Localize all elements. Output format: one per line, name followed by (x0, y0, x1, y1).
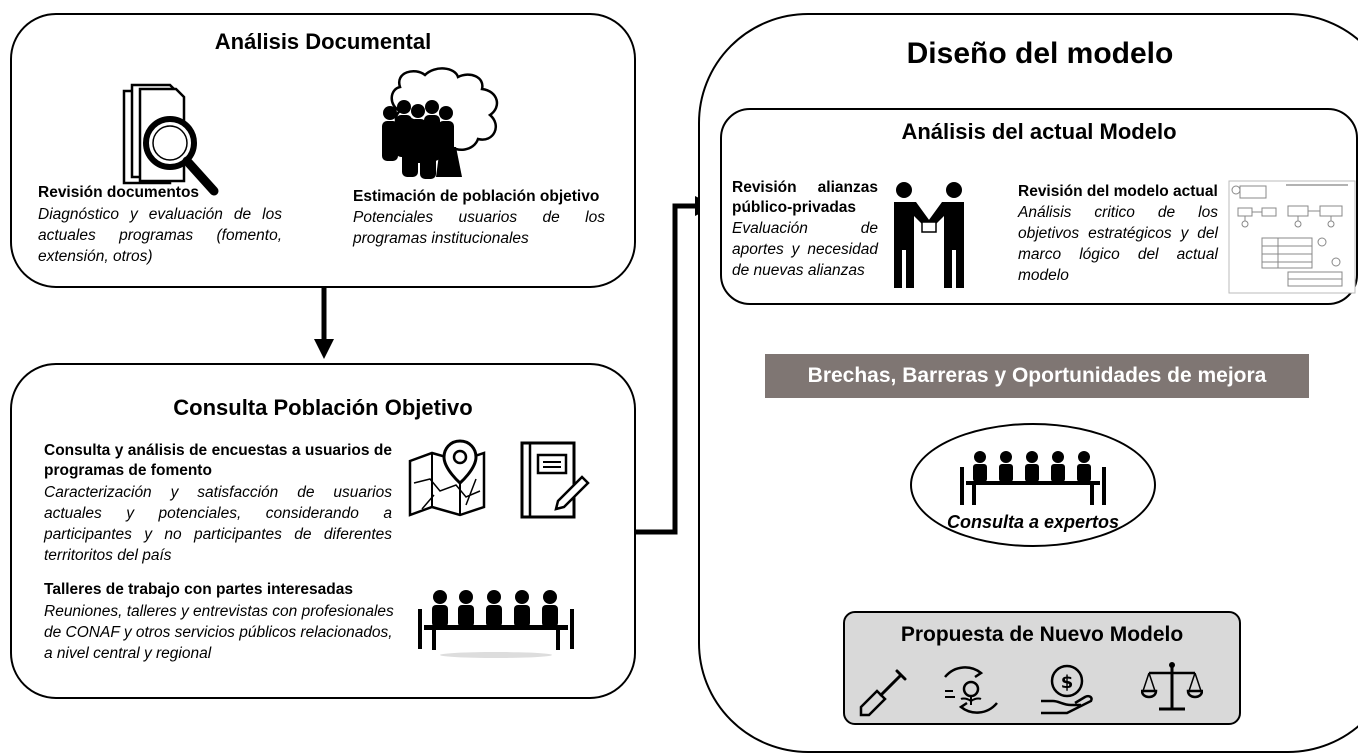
estimation-text: Potenciales usuarios de los programas in… (353, 209, 605, 247)
current-model-box: Análisis del actual Modelo Revisión alia… (720, 108, 1358, 305)
survey-heading: Consulta y análisis de encuestas a usuar… (44, 442, 392, 479)
map-pin-icon (406, 439, 490, 519)
revision-text: Diagnóstico y evaluación de los actuales… (38, 206, 282, 265)
notebook-pen-icon (518, 441, 590, 521)
balance-scale-icon (1141, 659, 1203, 719)
experts-meeting-icon (958, 445, 1108, 511)
gaps-banner: Brechas, Barreras y Oportunidades de mej… (765, 354, 1309, 398)
proposal-box: Propuesta de Nuevo Modelo $ (843, 611, 1241, 725)
svg-text:$: $ (1061, 672, 1074, 693)
population-tree-icon (370, 67, 510, 185)
consulta-title: Consulta Población Objetivo (173, 395, 473, 420)
consulta-box: Consulta Población Objetivo Consulta y a… (10, 363, 636, 699)
plant-hands-icon (941, 661, 1001, 719)
arrow-consulta-to-design (634, 196, 716, 535)
money-hand-icon: $ (1037, 661, 1097, 719)
estimation-heading: Estimación de población objetivo (353, 188, 600, 205)
revision-heading: Revisión documentos (38, 184, 200, 201)
workshops-text: Reuniones, talleres y entrevistas con pr… (44, 603, 394, 662)
review-heading: Revisión del modelo actual (1018, 183, 1218, 200)
shovel-icon (855, 665, 911, 721)
current-model-title: Análisis del actual Modelo (901, 119, 1177, 144)
review-text: Análisis critico de los objetivos estrat… (1018, 204, 1218, 284)
experts-label: Consulta a expertos (946, 512, 1120, 532)
alliances-heading: Revisión alianzas público-privadas (732, 179, 878, 216)
workshops-heading: Talleres de trabajo con partes interesad… (44, 581, 353, 598)
doc-analysis-box: Análisis Documental Revisión d (10, 13, 636, 288)
meeting-table-icon (416, 579, 576, 659)
design-title: Diseño del modelo (906, 37, 1174, 70)
proposal-title: Propuesta de Nuevo Modelo (900, 623, 1184, 646)
experts-ellipse: Consulta a expertos (910, 423, 1156, 547)
handshake-icon (888, 180, 970, 290)
org-chart-thumbnail-icon (1228, 180, 1356, 294)
doc-analysis-title: Análisis Documental (214, 29, 432, 54)
alliances-text: Evaluación de aportes y necesidad de nue… (732, 220, 878, 279)
gaps-banner-text: Brechas, Barreras y Oportunidades de mej… (807, 364, 1267, 387)
survey-text: Caracterización y satisfacción de usuari… (44, 484, 392, 564)
document-magnifier-icon (118, 83, 222, 201)
